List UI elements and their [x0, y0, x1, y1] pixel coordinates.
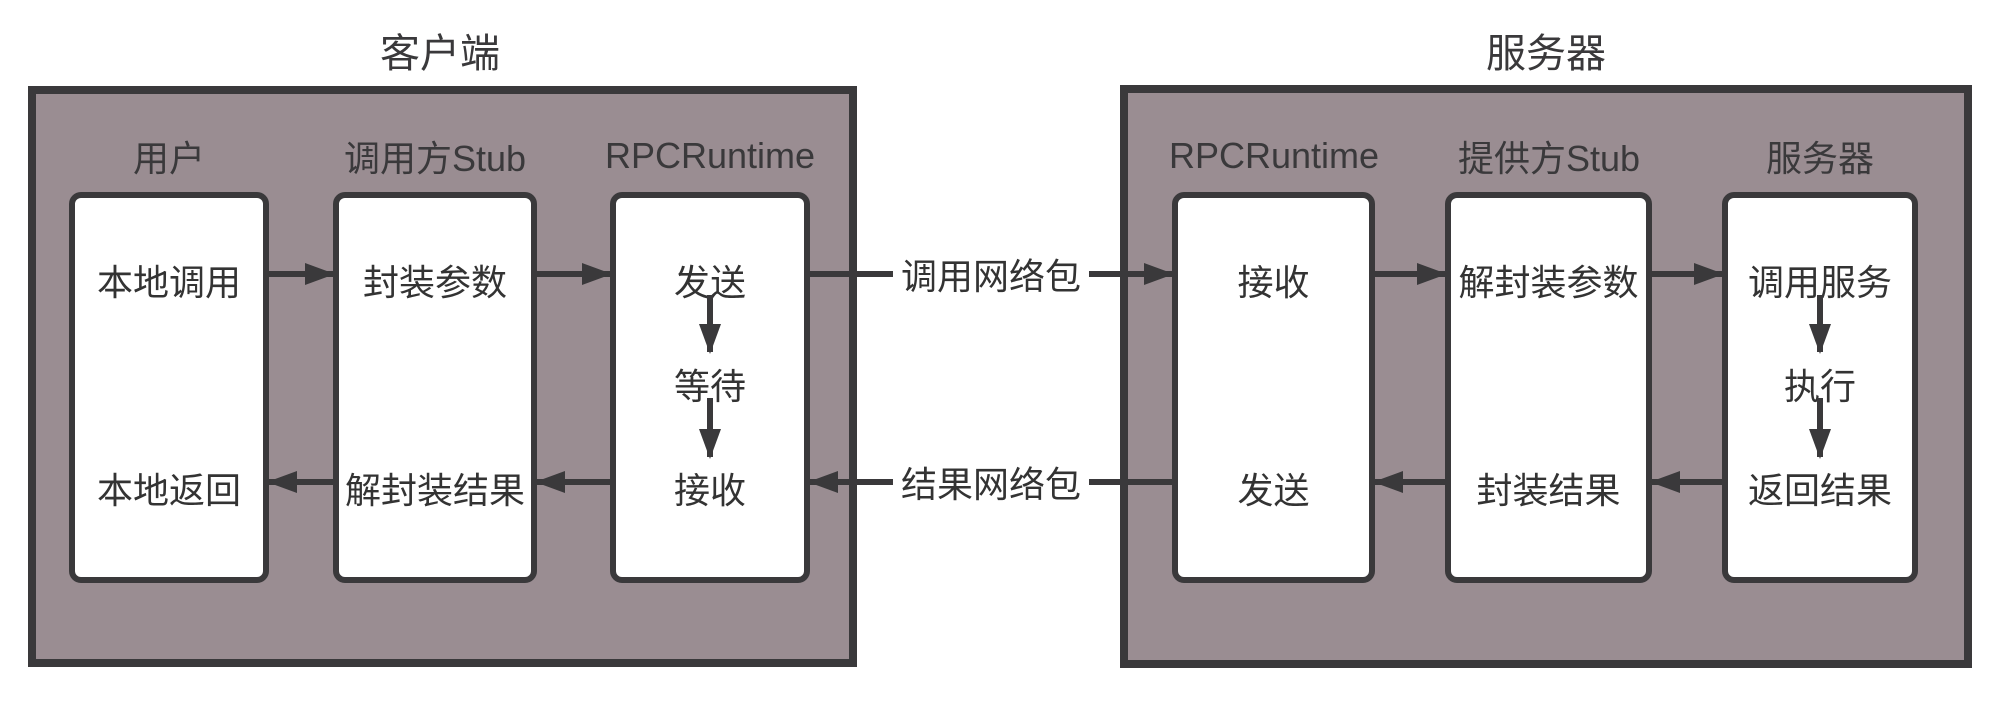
- col-label-provider-stub: 提供方Stub: [1457, 138, 1641, 179]
- provider-stub-top-step: 解封装参数: [1458, 262, 1639, 303]
- response-packet-label: 结果网络包: [892, 454, 1090, 510]
- client-runtime-receive-step: 接收: [673, 470, 747, 511]
- request-packet-label: 调用网络包: [892, 246, 1090, 302]
- caller-stub-top-step: 封装参数: [362, 262, 508, 303]
- caller-stub-box: 封装参数 解封装结果: [333, 192, 537, 583]
- server-exec-step: 执行: [1783, 366, 1857, 407]
- server-panel-title: 服务器: [1486, 32, 1606, 76]
- col-label-user: 用户: [132, 138, 206, 179]
- server-runtime-receive-step: 接收: [1237, 262, 1310, 303]
- server-runtime-box: 接收 发送: [1172, 192, 1375, 583]
- caller-stub-bottom-step: 解封装结果: [344, 470, 526, 511]
- server-box: 调用服务 执行 返回结果: [1722, 192, 1918, 583]
- client-runtime-wait-step: 等待: [673, 366, 747, 407]
- col-label-client-runtime: RPCRuntime: [604, 135, 816, 176]
- col-label-caller-stub: 调用方Stub: [343, 138, 527, 179]
- server-call-step: 调用服务: [1747, 262, 1893, 303]
- provider-stub-bottom-step: 封装结果: [1476, 470, 1621, 511]
- server-runtime-send-step: 发送: [1237, 470, 1310, 511]
- col-label-server-runtime: RPCRuntime: [1168, 135, 1380, 176]
- user-bottom-step: 本地返回: [96, 470, 242, 511]
- provider-stub-box: 解封装参数 封装结果: [1445, 192, 1652, 583]
- user-box: 本地调用 本地返回: [69, 192, 269, 583]
- server-return-step: 返回结果: [1747, 470, 1893, 511]
- client-runtime-box: 发送 等待 接收: [610, 192, 810, 583]
- col-label-server: 服务器: [1765, 138, 1875, 179]
- user-top-step: 本地调用: [96, 262, 242, 303]
- client-panel-title: 客户端: [380, 32, 500, 76]
- client-runtime-send-step: 发送: [673, 262, 747, 303]
